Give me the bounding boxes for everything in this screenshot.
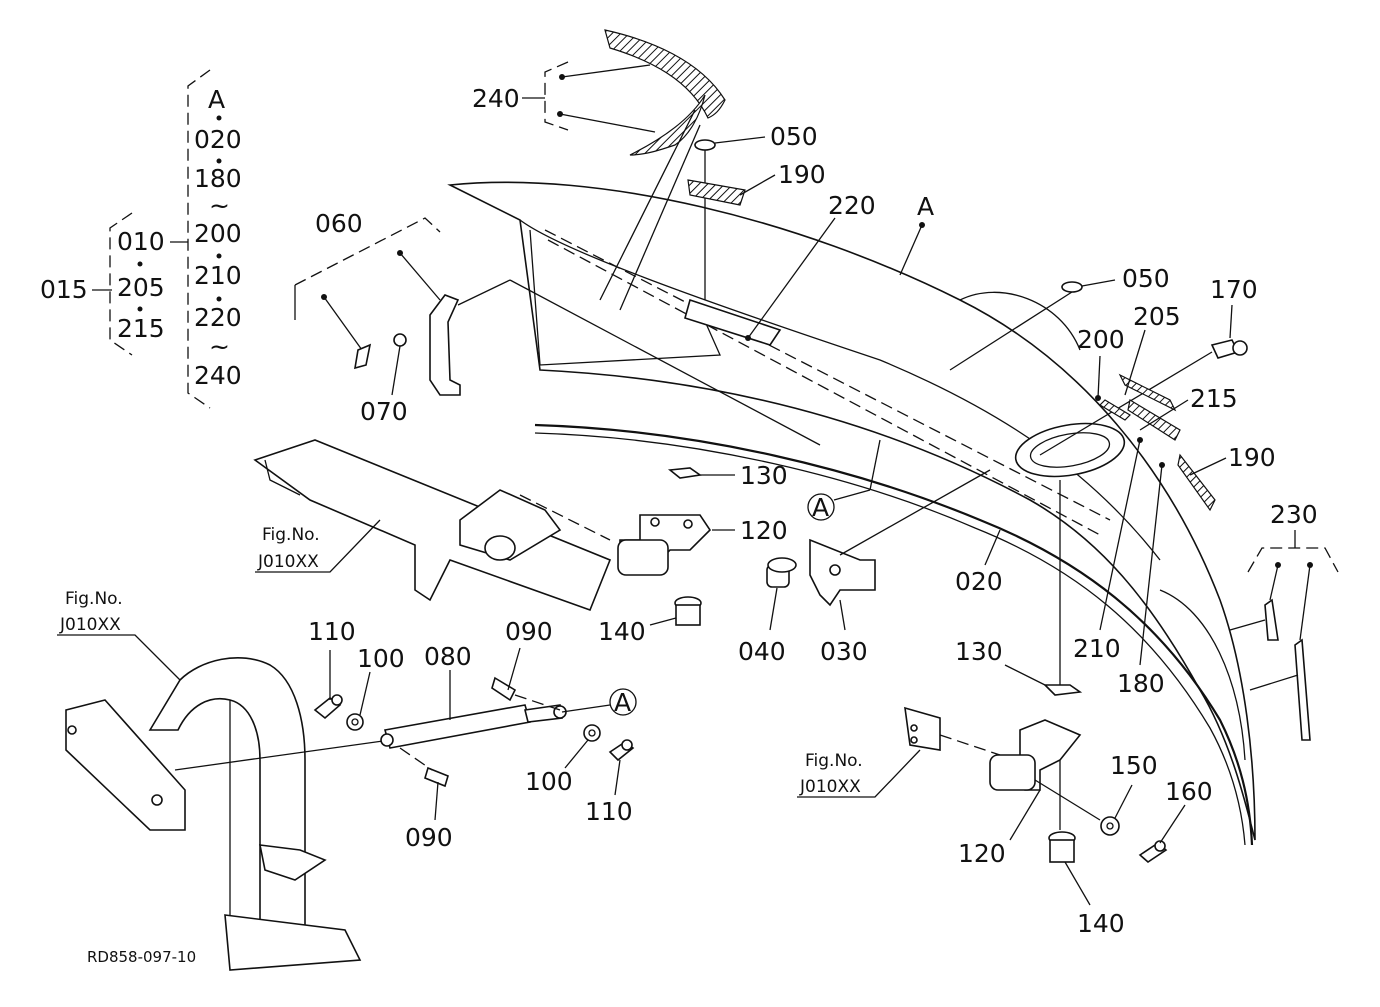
tree-left-2: 215 — [117, 314, 165, 343]
callout-205: 205 — [1133, 302, 1181, 331]
callout-150: 150 — [1110, 751, 1158, 780]
callout-170: 170 — [1210, 275, 1258, 304]
callout-a: A — [917, 192, 934, 221]
bolt-140-bottom: 140 — [1048, 760, 1125, 938]
drawing-code: RD858-097-10 — [87, 948, 196, 966]
tree-sep-0: ~ — [209, 191, 230, 220]
bolt-140-top: 140 — [598, 596, 702, 646]
callout-215: 215 — [1190, 384, 1238, 413]
tree-left-0: 010 — [117, 227, 165, 256]
callout-020: 020 — [955, 567, 1003, 596]
callout-140-bottom: 140 — [1077, 909, 1125, 938]
frame-bracket: Fig.No. J010XX — [253, 439, 612, 612]
support-post: Fig.No. J010XX — [57, 589, 362, 971]
label-220: 220 — [684, 191, 876, 346]
fig-ref-3-code: J010XX — [799, 777, 861, 797]
callout-100-left: 100 — [357, 644, 405, 673]
callout-160: 160 — [1165, 777, 1213, 806]
clip-130-top: 130 — [667, 461, 788, 490]
tree-right-3: 200 — [194, 219, 242, 248]
callout-110-left: 110 — [308, 617, 356, 646]
callout-100-right: 100 — [525, 767, 573, 796]
hinge-120-top: 120 — [617, 514, 788, 576]
callout-090-bottom: 090 — [405, 823, 453, 852]
tree-right-5: 220 — [194, 303, 242, 332]
callout-180: 180 — [1117, 669, 1165, 698]
callout-210: 210 — [1073, 634, 1121, 663]
tree-left-1: 205 — [117, 273, 165, 302]
callout-200: 200 — [1077, 325, 1125, 354]
plug-050-right: 050 — [949, 264, 1170, 371]
key-170: 170 — [1039, 275, 1258, 456]
callout-040: 040 — [738, 637, 786, 666]
callout-090-top: 090 — [505, 617, 553, 646]
tree-right-0: A — [208, 85, 225, 114]
circle-mark-a-1-text: A — [812, 493, 829, 522]
decal-190-top: 190 — [687, 160, 826, 206]
callout-080: 080 — [424, 642, 472, 671]
callout-060: 060 — [315, 209, 363, 238]
callout-120-top: 120 — [740, 516, 788, 545]
callout-070: 070 — [360, 397, 408, 426]
plug-050-top: 050 — [694, 122, 818, 300]
stripe-decals: 240 — [472, 29, 726, 311]
fig-ref-1-title: Fig.No. — [262, 525, 320, 545]
fig-ref-2-title: Fig.No. — [65, 589, 123, 609]
callout-120-bottom: 120 — [958, 839, 1006, 868]
callout-110-right: 110 — [585, 797, 633, 826]
bonnet-assembly — [447, 181, 1256, 846]
callout-190-right: 190 — [1228, 443, 1276, 472]
pins-090: 090 090 — [399, 617, 561, 852]
tree-right-2: 180 — [194, 164, 242, 193]
tree-right-1: 020 — [194, 125, 242, 154]
handle-060: 060 070 — [294, 209, 821, 446]
pin-set-left: 110 100 — [308, 617, 405, 731]
callout-140-top: 140 — [598, 617, 646, 646]
callout-130-bottom: 130 — [955, 637, 1003, 666]
callout-130-top: 130 — [740, 461, 788, 490]
circle-mark-a-1: A — [807, 439, 881, 522]
washer-150: 150 160 — [1100, 751, 1213, 864]
seal-020: 020 — [955, 529, 1003, 596]
tree-right-6: 240 — [194, 361, 242, 390]
latch-030: 040 030 — [738, 469, 991, 666]
fig-ref-2-code: J010XX — [59, 615, 121, 635]
pin-set-right: 100 110 — [525, 724, 635, 826]
tree-root: 015 — [40, 275, 88, 304]
callout-240: 240 — [472, 84, 520, 113]
tree-sep-1: ~ — [209, 332, 230, 361]
parts-tree: 015 010 205 215 A 020 180 ~ 200 210 220 … — [40, 69, 242, 409]
fig-ref-1-code: J010XX — [257, 552, 319, 572]
callout-220: 220 — [828, 191, 876, 220]
callout-230: 230 — [1270, 500, 1318, 529]
fig-ref-3-title: Fig.No. — [805, 751, 863, 771]
clip-130-bottom: 130 — [955, 480, 1083, 696]
assembly-a-callout: A — [899, 192, 934, 276]
callout-190-top: 190 — [778, 160, 826, 189]
circle-mark-a-2-text: A — [614, 688, 631, 717]
gas-strut-080: A 080 — [174, 642, 637, 771]
side-decals: 205 200 215 210 180 190 — [1073, 302, 1276, 698]
tree-right-4: 210 — [194, 261, 242, 290]
emblems-230: 230 — [1229, 500, 1339, 741]
callout-050-right: 050 — [1122, 264, 1170, 293]
hinge-120-bottom: 120 Fig.No. J010XX — [797, 706, 1101, 868]
callout-050-top: 050 — [770, 122, 818, 151]
callout-030: 030 — [820, 637, 868, 666]
